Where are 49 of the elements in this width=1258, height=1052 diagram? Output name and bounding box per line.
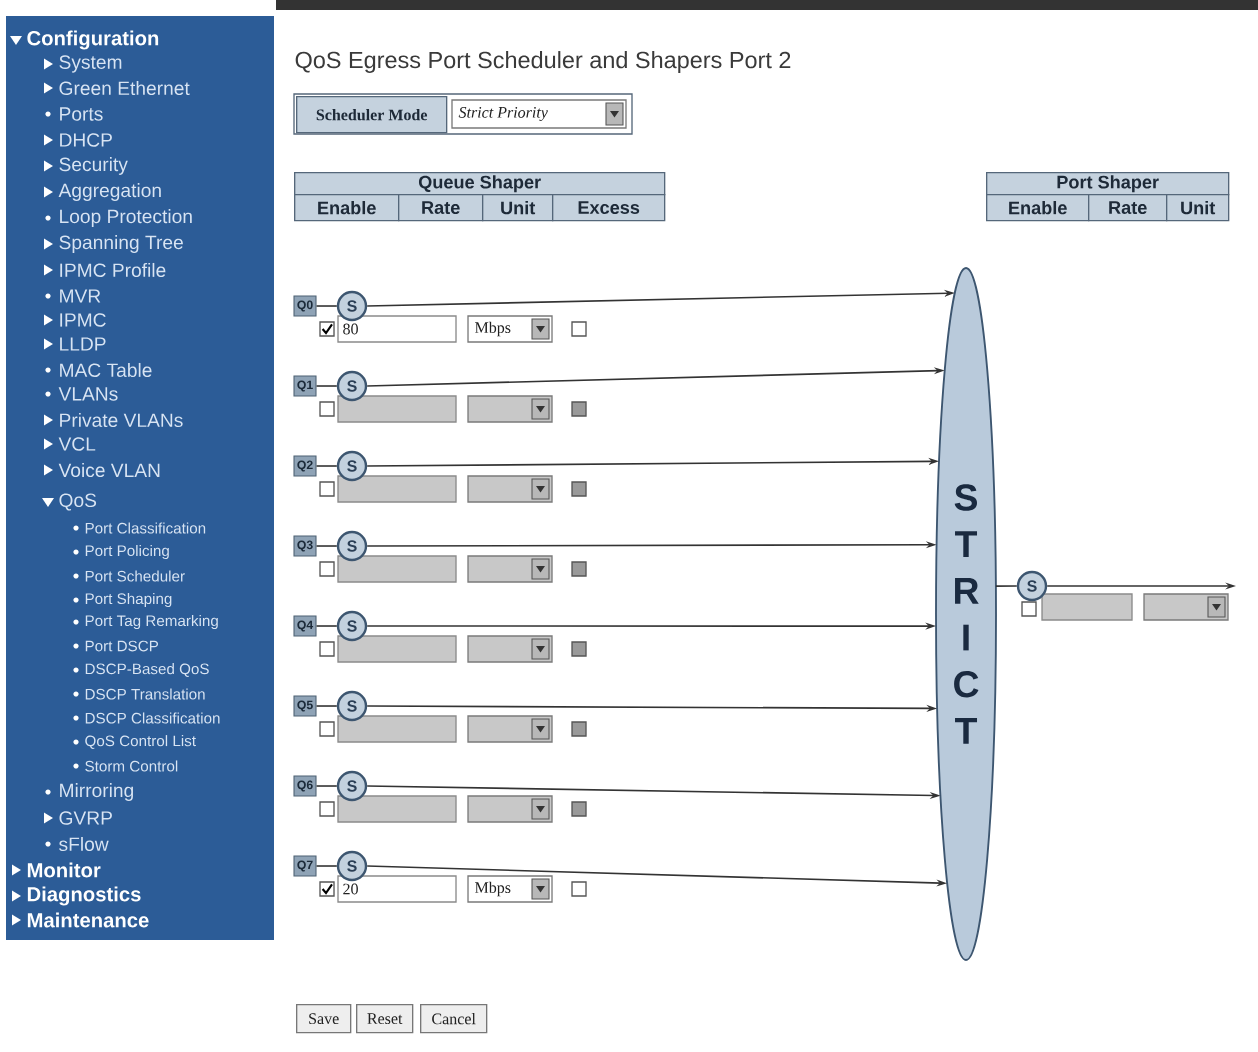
connector-line: [315, 305, 338, 307]
dropdown: Mbps: [467, 315, 553, 343]
menu-item: VLANs: [45, 387, 118, 401]
table-header: Rate: [1088, 194, 1168, 222]
table-header: Unit: [1166, 194, 1230, 222]
connector-line: [315, 625, 338, 627]
table-header: Enable: [294, 194, 400, 222]
connector-line: [315, 865, 338, 867]
menu-item: DHCP: [44, 133, 112, 147]
connector-line: [315, 465, 338, 467]
menu-item: Green Ethernet: [44, 80, 190, 96]
button: Cancel: [420, 1004, 488, 1034]
table-header: Unit: [482, 194, 554, 222]
connector-line: [315, 705, 338, 707]
connector-line: [995, 585, 1018, 587]
menu-heading: Maintenance: [12, 912, 149, 928]
menu-heading: Monitor: [12, 862, 101, 878]
menu-item: sFlow: [45, 836, 109, 852]
connector-line: [315, 785, 338, 787]
menu-heading: Configuration: [10, 30, 159, 50]
dropdown: Strict Priority: [451, 99, 627, 129]
menu-heading: Diagnostics: [12, 886, 141, 906]
menu-item: Loop Protection: [45, 209, 192, 227]
button: Save: [296, 1004, 352, 1034]
menu-item: IPMC Profile: [44, 262, 166, 278]
menu-item: MAC Table: [45, 362, 152, 378]
menu-item: System: [44, 55, 122, 73]
connector-line: [315, 385, 338, 387]
button: Reset: [356, 1004, 414, 1034]
menu-item: Ports: [45, 107, 103, 121]
table-header: Rate: [398, 194, 484, 222]
menu-item: QoS: [42, 493, 97, 511]
menu-item: Aggregation: [44, 183, 161, 201]
menu-item: Private VLANs: [44, 412, 183, 428]
field-label: Scheduler Mode: [296, 96, 448, 134]
connector-line: [315, 545, 338, 547]
menu-item: Spanning Tree: [44, 235, 183, 253]
page-title: QoS Egress Port Scheduler and Shapers Port 2: [295, 51, 791, 73]
menu-item: Security: [44, 157, 128, 175]
table-header: Enable: [986, 194, 1090, 222]
menu-item: MVR: [45, 289, 101, 303]
dropdown: Mbps: [467, 875, 553, 903]
menu-item: VCL: [44, 437, 96, 451]
menu-item: Voice VLAN: [44, 462, 160, 478]
menu-item: GVRP: [44, 811, 112, 825]
menu-item: Mirroring: [45, 783, 134, 801]
menu-item: LLDP: [44, 337, 106, 351]
menu-item: IPMC: [44, 313, 106, 327]
table-header: Excess: [552, 194, 666, 222]
